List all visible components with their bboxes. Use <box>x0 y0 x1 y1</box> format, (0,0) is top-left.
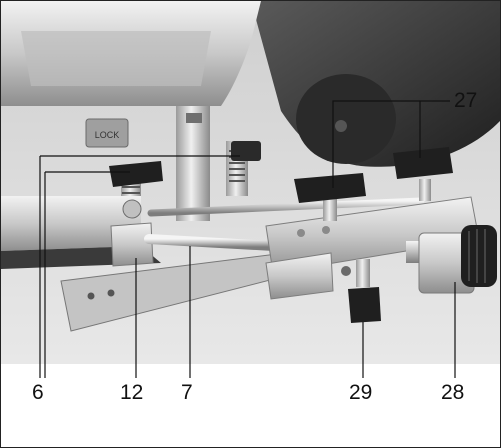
shoe-hole-1 <box>87 292 95 300</box>
callout-12: 12 <box>120 381 144 404</box>
bar-hole-1 <box>297 229 305 237</box>
post-collar <box>186 113 202 123</box>
guide-clamp-block-12 <box>110 222 154 267</box>
shoe-hole-2 <box>107 289 115 297</box>
knob-29 <box>348 287 381 323</box>
callout-7: 7 <box>181 381 193 404</box>
casting-recess <box>21 31 211 86</box>
callout-27: 27 <box>454 89 478 112</box>
knob-29-stem <box>356 259 370 287</box>
guide-rod-7 <box>144 234 296 252</box>
guide-bar-left-end <box>265 252 334 300</box>
lock-label: LOCK <box>95 130 120 140</box>
callout-29: 29 <box>349 381 373 404</box>
lock-lever <box>85 118 129 148</box>
router-base-plate <box>1 196 141 251</box>
knob-knurl <box>468 229 486 283</box>
knob-27-right-stem <box>419 179 431 201</box>
depth-post-left <box>176 106 210 221</box>
left-knob <box>109 161 163 187</box>
callout-6: 6 <box>32 381 44 404</box>
clamp-screw-top <box>122 199 142 219</box>
bar-hole-3 <box>341 266 351 276</box>
bar-hole-2 <box>322 226 330 234</box>
guide-rod-upper <box>147 197 425 217</box>
callout-28: 28 <box>441 381 465 404</box>
